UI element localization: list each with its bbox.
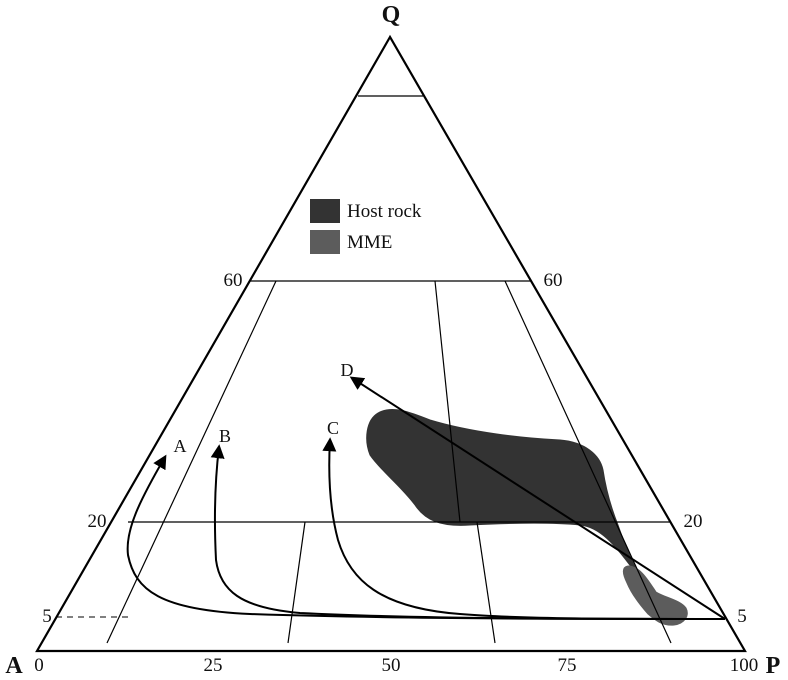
tick-bottom-50: 50 bbox=[382, 655, 401, 676]
tick-left-60: 60 bbox=[224, 270, 243, 291]
tick-left-5: 5 bbox=[42, 606, 52, 627]
trend-line-d bbox=[349, 376, 726, 620]
trend-label-d: D bbox=[341, 360, 354, 380]
tick-bottom-25: 25 bbox=[204, 655, 223, 676]
tick-bottom-100: 100 bbox=[730, 655, 759, 676]
trend-label-b: B bbox=[219, 426, 231, 446]
tick-right-60: 60 bbox=[544, 270, 563, 291]
boundary-radial-65-lower bbox=[476, 521, 496, 644]
trend-curve-c bbox=[322, 437, 726, 620]
tick-bottom-75: 75 bbox=[558, 655, 577, 676]
trend-label-c: C bbox=[327, 418, 339, 438]
boundary-radial-65-upper bbox=[434, 280, 461, 523]
tick-right-5: 5 bbox=[737, 606, 747, 627]
boundary-radial-10 bbox=[106, 280, 277, 644]
apex-label-p: P bbox=[766, 653, 781, 679]
ternary-triangle bbox=[35, 34, 747, 653]
legend-label-host-rock: Host rock bbox=[347, 201, 422, 222]
tick-bottom-0: 0 bbox=[34, 655, 44, 676]
trend-label-a: A bbox=[174, 436, 187, 456]
apex-label-a: A bbox=[5, 653, 23, 679]
legend-label-mme: MME bbox=[347, 232, 392, 253]
boundary-radial-90 bbox=[504, 280, 672, 644]
apex-label-q: Q bbox=[382, 2, 401, 28]
boundary-radial-35 bbox=[287, 521, 306, 644]
tick-left-20: 20 bbox=[88, 511, 107, 532]
mme-field bbox=[622, 565, 688, 626]
legend-swatch-host-rock bbox=[310, 199, 340, 223]
legend-swatch-mme bbox=[310, 230, 340, 254]
tick-right-20: 20 bbox=[684, 511, 703, 532]
host-rock-field bbox=[366, 409, 642, 578]
